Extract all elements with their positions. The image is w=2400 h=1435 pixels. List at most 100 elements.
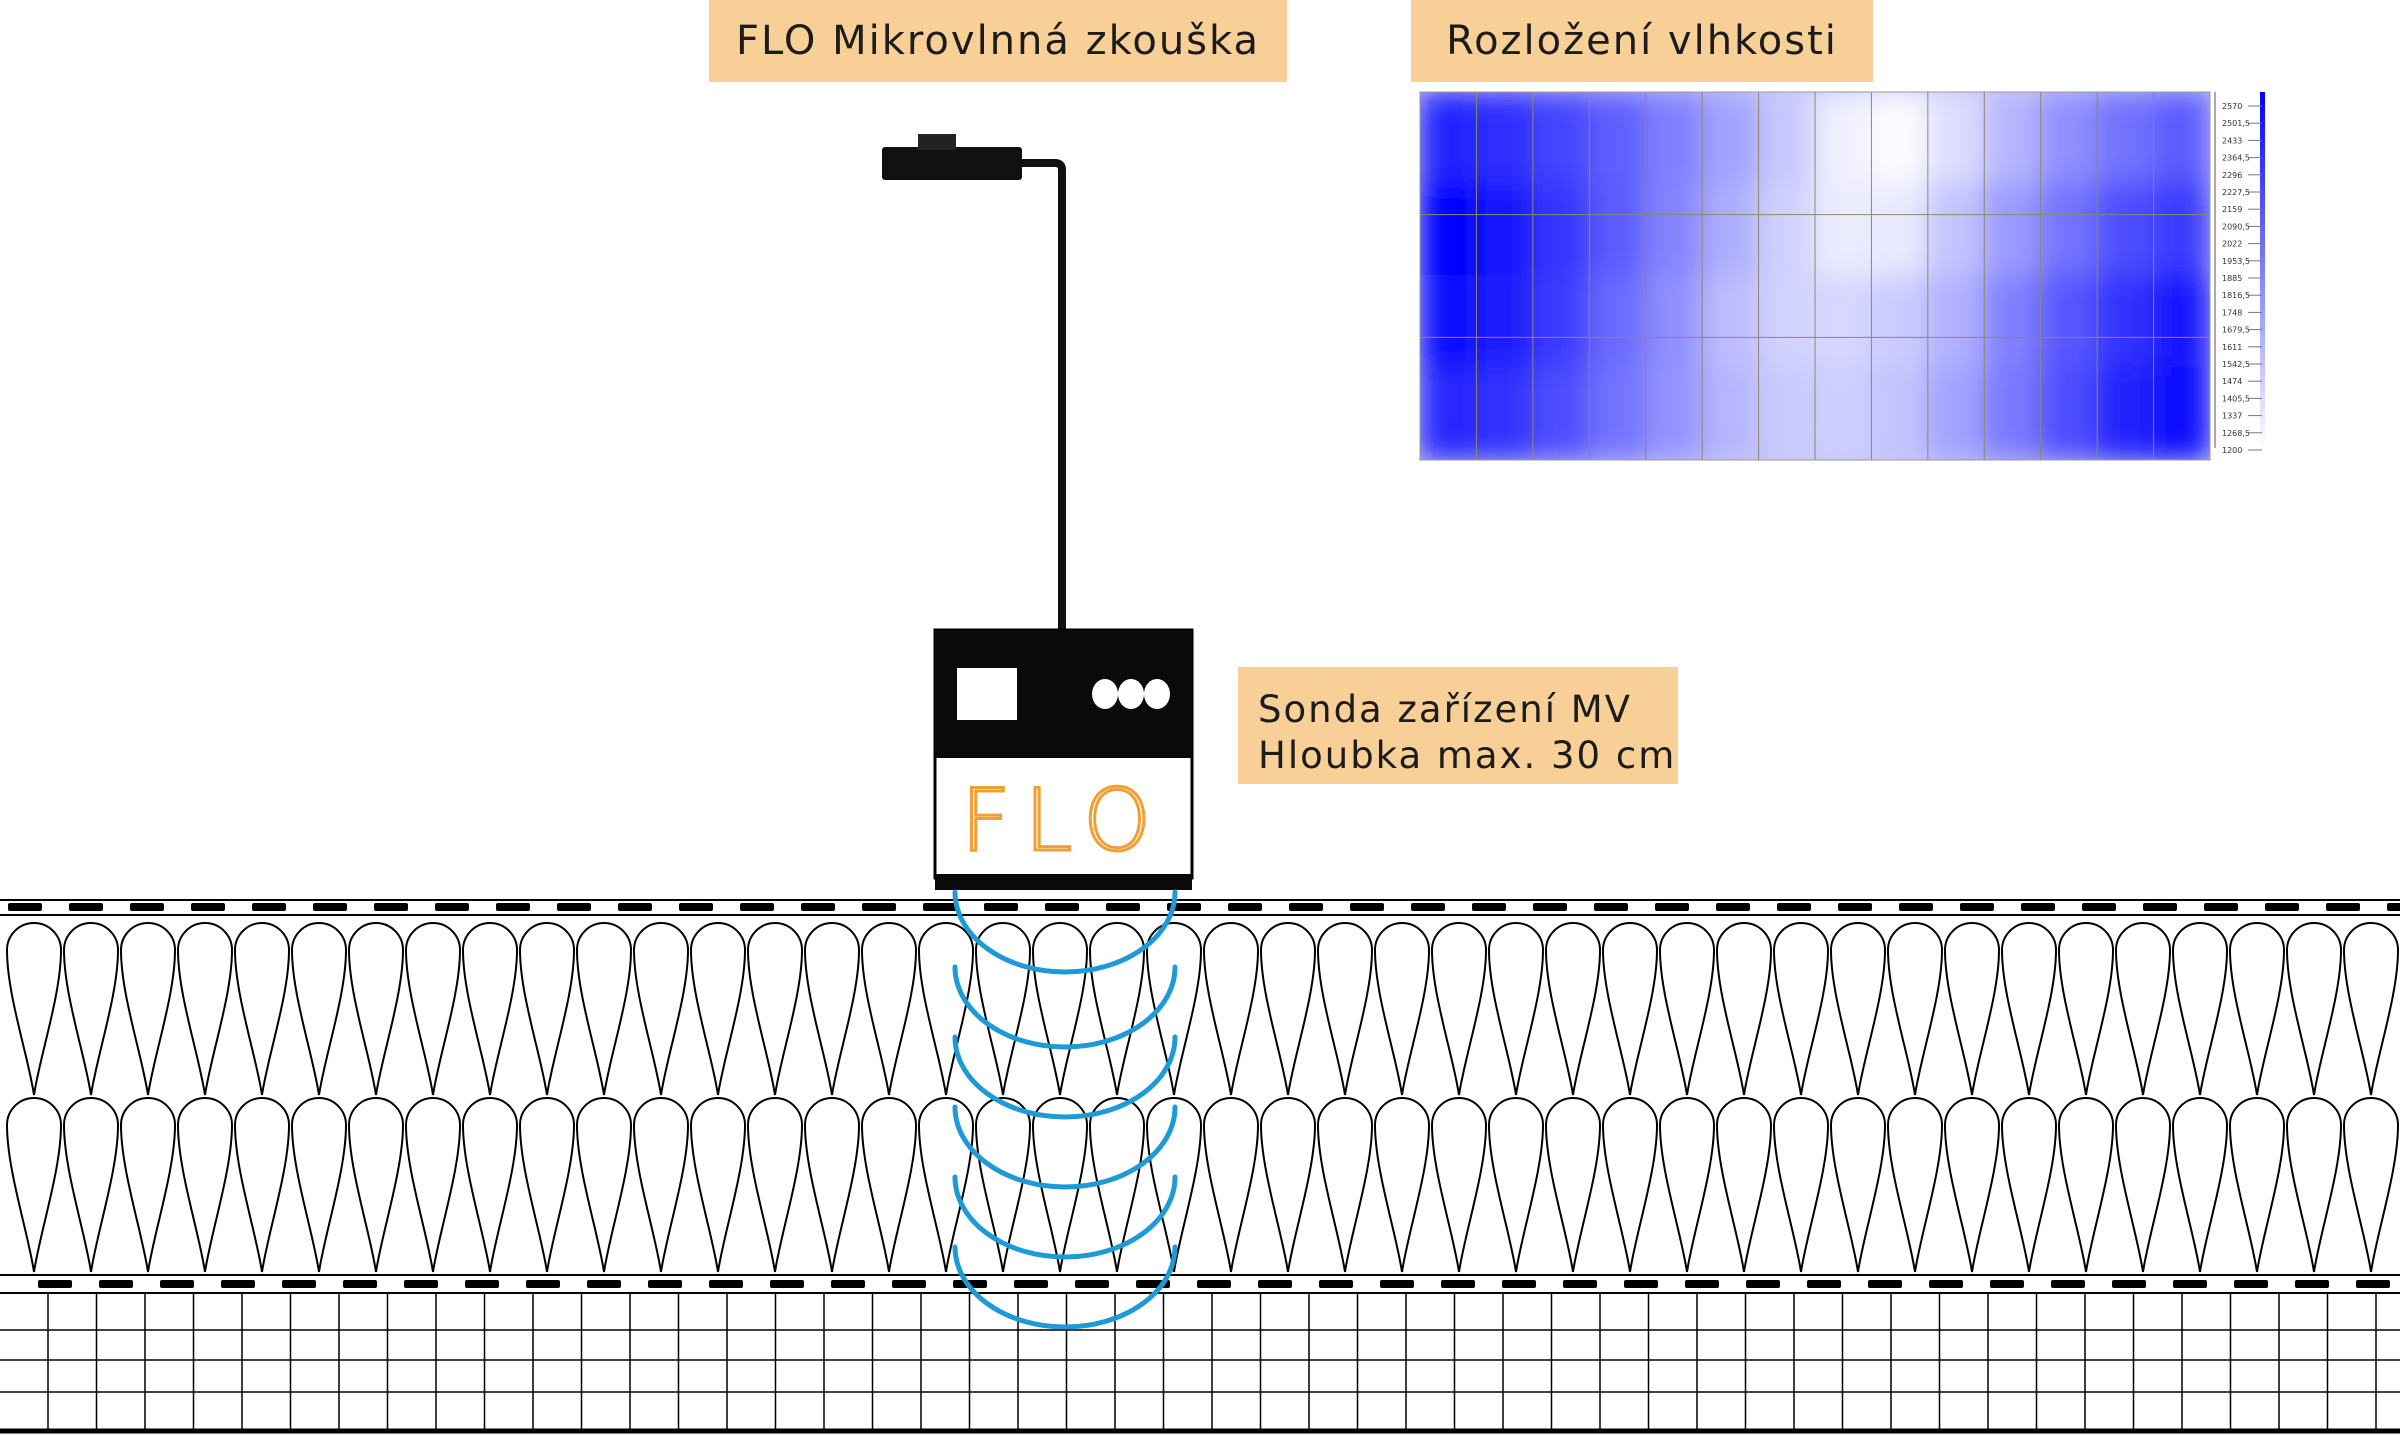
insulation-fiber	[917, 922, 975, 1096]
barrier-dash	[1716, 903, 1750, 911]
colorscale-tick-label: 2296	[2222, 171, 2242, 180]
barrier-dash	[465, 1280, 499, 1288]
insulation-fiber	[1430, 922, 1488, 1096]
heatmap-cell	[1983, 275, 2042, 369]
barrier-dash	[1624, 1280, 1658, 1288]
insulation-fiber	[746, 922, 804, 1096]
heatmap-cell	[1870, 183, 1929, 277]
heatmap-cell	[1757, 92, 1816, 185]
barrier-dash	[1838, 903, 1872, 911]
insulation-fiber	[803, 1097, 861, 1273]
insulation-fiber	[176, 1097, 234, 1273]
microwave-arc	[952, 1244, 1178, 1330]
insulation-fiber	[1316, 922, 1374, 1096]
insulation-fiber	[233, 922, 291, 1096]
insulation-fiber	[461, 922, 519, 1096]
heatmap-cell	[1814, 92, 1873, 185]
barrier-dash	[2021, 903, 2055, 911]
colorscale-tick-label: 2570	[2222, 102, 2242, 111]
insulation-fiber	[2171, 922, 2229, 1096]
mineral-wool-insulation	[5, 922, 2400, 1273]
heatmap-cell	[1644, 92, 1704, 185]
insulation-fiber	[689, 1097, 747, 1273]
barrier-dash	[648, 1280, 682, 1288]
cable-connector-icon	[882, 147, 1022, 180]
barrier-dash	[282, 1280, 316, 1288]
vapor-barrier-bottom	[38, 1280, 2390, 1288]
barrier-dash	[1258, 1280, 1292, 1288]
heatmap-cell	[1983, 183, 2042, 277]
insulation-fiber	[1601, 922, 1659, 1096]
heatmap-cell	[1588, 275, 1647, 369]
colorscale-tick-label: 2501,5	[2222, 119, 2250, 128]
probe-cable	[882, 134, 1066, 632]
barrier-dash	[2265, 903, 2299, 911]
insulation-fiber	[1658, 1097, 1716, 1273]
heatmap-cell	[1475, 275, 1534, 369]
insulation-fiber	[404, 922, 462, 1096]
heatmap-cell	[1814, 275, 1873, 369]
heatmap-cell	[1531, 183, 1591, 277]
insulation-fiber	[1886, 1097, 1944, 1273]
barrier-dash	[1807, 1280, 1841, 1288]
insulation-fiber	[575, 1097, 633, 1273]
barrier-dash	[709, 1280, 743, 1288]
heatmap-cell	[1644, 183, 1704, 277]
heatmap-cell	[2152, 183, 2210, 277]
colorscale-tick-label: 1748	[2222, 308, 2242, 317]
insulation-fiber	[1487, 922, 1545, 1096]
insulation-fiber	[2342, 922, 2400, 1096]
flo-probe-device: FLO	[933, 628, 1194, 890]
barrier-dash	[343, 1280, 377, 1288]
heatmap-cell	[2096, 275, 2155, 369]
heatmap-cell	[1757, 183, 1816, 277]
barrier-dash	[923, 903, 957, 911]
insulation-fiber	[461, 1097, 519, 1273]
heatmap-cell	[1814, 367, 1873, 460]
barrier-dash	[770, 1280, 804, 1288]
insulation-fiber	[518, 922, 576, 1096]
insulation-fiber	[860, 1097, 918, 1273]
barrier-dash	[2051, 1280, 2085, 1288]
barrier-dash	[679, 903, 713, 911]
insulation-fiber	[1715, 922, 1773, 1096]
heatmap-grid	[1420, 92, 2210, 460]
barrier-dash	[1319, 1280, 1353, 1288]
barrier-dash	[191, 903, 225, 911]
barrier-dash	[2295, 1280, 2329, 1288]
insulation-fiber	[632, 922, 690, 1096]
colorscale-tick-label: 1679,5	[2222, 326, 2250, 335]
barrier-dash	[1746, 1280, 1780, 1288]
heatmap-cell	[1757, 367, 1816, 460]
colorscale-tick-label: 1200	[2222, 446, 2242, 455]
barrier-dash	[2234, 1280, 2268, 1288]
insulation-fiber	[632, 1097, 690, 1273]
heatmap-cell	[2039, 275, 2099, 369]
microwave-arc	[952, 964, 1178, 1050]
colorscale-tick-label: 2022	[2222, 240, 2242, 249]
colorscale-tick-label: 1542,5	[2222, 360, 2250, 369]
insulation-fiber	[1544, 922, 1602, 1096]
colorscale-tick-label: 1611	[2222, 343, 2242, 352]
heatmap-cell	[1701, 183, 1760, 277]
insulation-fiber	[1943, 1097, 2001, 1273]
insulation-fiber	[689, 922, 747, 1096]
heatmap-cell	[1757, 275, 1816, 369]
barrier-dash	[2112, 1280, 2146, 1288]
microwave-arc	[952, 1174, 1178, 1260]
barrier-dash	[1380, 1280, 1414, 1288]
barrier-dash	[1899, 903, 1933, 911]
insulation-fiber	[1088, 1097, 1146, 1273]
insulation-fiber	[176, 922, 234, 1096]
insulation-fiber	[1601, 1097, 1659, 1273]
barrier-dash	[984, 903, 1018, 911]
insulation-fiber	[1202, 922, 1260, 1096]
insulation-fiber	[2114, 1097, 2172, 1273]
insulation-fiber	[1373, 922, 1431, 1096]
colorscale-tick-label: 1405,5	[2222, 394, 2250, 403]
heatmap-cell	[1870, 367, 1929, 460]
colorscale-tick-label: 1885	[2222, 274, 2242, 283]
insulation-fiber	[1145, 922, 1203, 1096]
barrier-dash	[831, 1280, 865, 1288]
colorscale-tick-label: 2159	[2222, 205, 2242, 214]
